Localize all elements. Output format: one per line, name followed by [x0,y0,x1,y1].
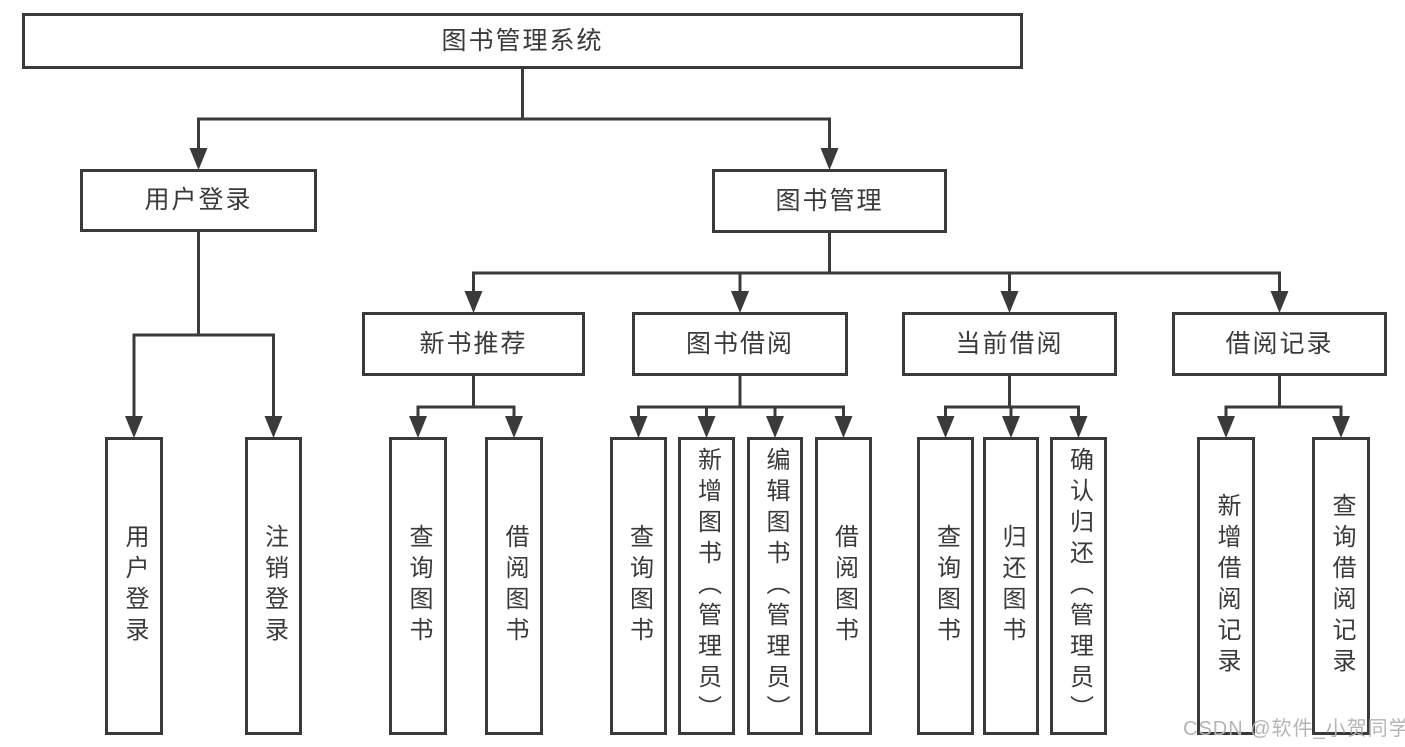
node-user-login-leaf: 用户登录 [105,437,163,735]
node-label-recs-add-record: 新增借阅记录 [1213,493,1240,679]
node-book-borrowing: 图书借阅 [632,312,848,376]
node-label-library-system: 图书管理系统 [441,26,604,55]
node-label-bor-add-books: 新增图书（管理员） [693,446,721,726]
node-library-system: 图书管理系统 [22,13,1023,69]
node-label-user-login-leaf: 用户登录 [121,524,148,648]
node-user-login: 用户登录 [80,169,317,232]
node-label-rec-query-books: 查询图书 [405,524,432,648]
node-rec-query-books: 查询图书 [389,437,447,735]
node-label-borrow-records: 借阅记录 [1225,329,1334,358]
node-label-recs-query-record: 查询借阅记录 [1328,493,1355,679]
node-label-book-management: 图书管理 [775,186,884,215]
node-bor-borrow-books: 借阅图书 [815,437,872,735]
node-label-book-borrowing: 图书借阅 [685,329,794,358]
node-label-cur-query-books: 查询图书 [932,524,960,648]
node-cur-query-books: 查询图书 [917,437,974,735]
node-bor-query-books: 查询图书 [610,437,667,735]
node-label-rec-borrow-books: 借阅图书 [501,524,528,648]
node-bor-add-books: 新增图书（管理员） [678,437,735,735]
node-bor-edit-books: 编辑图书（管理员） [747,437,803,735]
node-cur-return-books: 归还图书 [983,437,1039,735]
node-label-current-borrowing: 当前借阅 [955,329,1064,358]
node-label-cur-return-books: 归还图书 [998,524,1025,648]
csdn-watermark: CSDN @软件_小贺同学 [1183,718,1405,740]
node-label-bor-edit-books: 编辑图书（管理员） [762,446,789,726]
node-label-bor-borrow-books: 借阅图书 [830,524,858,648]
node-recs-add-record: 新增借阅记录 [1197,437,1255,735]
node-label-user-login: 用户登录 [144,186,253,214]
node-label-logout-leaf: 注销登录 [260,524,288,648]
node-logout-leaf: 注销登录 [245,437,302,735]
node-label-bor-query-books: 查询图书 [625,524,653,648]
node-label-cur-confirm-return: 确认归还（管理员） [1065,446,1093,726]
node-rec-borrow-books: 借阅图书 [485,437,543,735]
node-label-new-book-recommend: 新书推荐 [419,329,528,358]
node-recs-query-record: 查询借阅记录 [1312,437,1370,735]
node-cur-confirm-return: 确认归还（管理员） [1050,437,1107,735]
node-current-borrowing: 当前借阅 [902,312,1117,376]
node-new-book-recommend: 新书推荐 [362,312,585,376]
node-borrow-records: 借阅记录 [1172,312,1387,376]
node-book-management: 图书管理 [712,169,947,233]
